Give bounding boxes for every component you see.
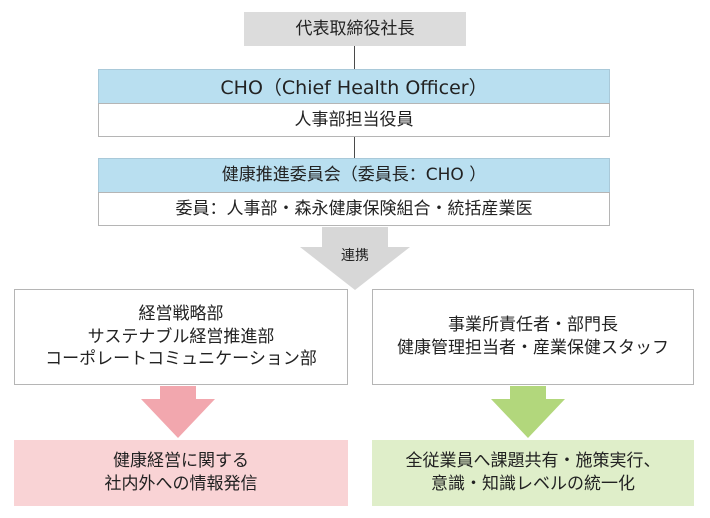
ceo-label: 代表取締役社長 [295, 18, 415, 39]
left-outcome-box: 健康経営に関する 社内外への情報発信 [14, 440, 348, 506]
left-department-box: 経営戦略部 サステナブル経営推進部 コーポレートコミュニケーション部 [14, 289, 348, 385]
right-box-line: 健康管理担当者・産業保健スタッフ [397, 338, 669, 358]
left-outcome-line: 社内外への情報発信 [104, 474, 258, 494]
right-outcome-box: 全従業員へ課題共有・施策実行、 意識・知識レベルの統一化 [372, 440, 694, 506]
cho-role: 人事部担当役員 [294, 109, 414, 130]
left-outcome-line: 健康経営に関する [113, 451, 249, 472]
right-department-box: 事業所責任者・部門長 健康管理担当者・産業保健スタッフ [372, 289, 694, 385]
committee-members: 委員：人事部・森永健康保険組合・統括産業医 [175, 198, 533, 219]
cho-title: CHO（Chief Health Officer） [220, 77, 488, 99]
committee-header: 健康推進委員会（委員長：CHO ） [98, 158, 610, 192]
cho-role-box: 人事部担当役員 [98, 103, 610, 137]
left-box-line: コーポレートコミュニケーション部 [45, 349, 317, 370]
committee-members-box: 委員：人事部・森永健康保険組合・統括産業医 [98, 192, 610, 226]
pink-down-arrow [141, 386, 215, 438]
link-label: 連携 [300, 242, 410, 268]
connector-cho-committee [354, 137, 355, 158]
committee-title: 健康推進委員会（委員長：CHO ） [221, 165, 487, 186]
right-outcome-line: 全従業員へ課題共有・施策実行、 [405, 451, 661, 472]
left-box-line: サステナブル経営推進部 [87, 326, 275, 347]
ceo-box: 代表取締役社長 [244, 12, 466, 46]
connector-ceo-cho [354, 46, 355, 69]
cho-header: CHO（Chief Health Officer） [98, 69, 610, 103]
link-arrow [300, 227, 410, 290]
right-box-line: 事業所責任者・部門長 [448, 315, 618, 336]
right-outcome-line: 意識・知識レベルの統一化 [431, 474, 635, 494]
green-down-arrow [491, 386, 565, 438]
link-label-text: 連携 [341, 248, 369, 264]
left-box-line: 経営戦略部 [138, 303, 224, 324]
